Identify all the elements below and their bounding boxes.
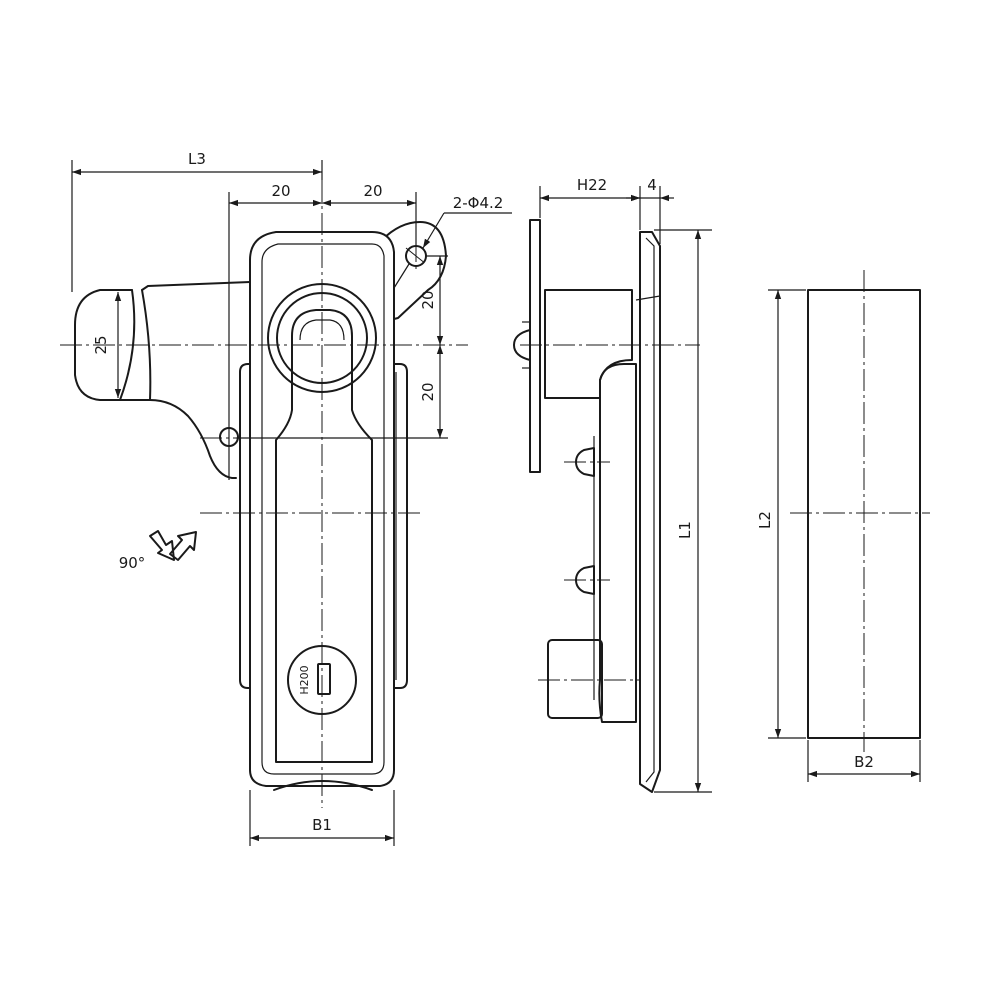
dim-B1: B1 (249, 790, 395, 846)
front-view: L3 20 20 2-Φ4.2 20 20 (60, 150, 512, 846)
body-plate (239, 363, 408, 689)
dim-L1: L1 (654, 229, 712, 793)
side-back-plate (529, 219, 541, 473)
dim-vertical-spacing: 20 20 (236, 255, 448, 439)
dim-label-vertical-lower: 20 (419, 382, 437, 401)
dim-label-thickness: 4 (647, 176, 657, 194)
cutout-view: L2 B2 (756, 270, 930, 782)
rotation-90-symbol: 90° (119, 530, 197, 572)
dim-label-vertical-upper: 20 (419, 290, 437, 309)
dim-hole-spacing: 20 20 (228, 182, 417, 480)
dim-label-L2: L2 (756, 511, 774, 529)
dim-label-H22: H22 (577, 176, 607, 194)
side-handle-profile (639, 231, 661, 793)
dim-label-B2: B2 (854, 753, 874, 771)
rotated-handle (74, 281, 251, 479)
dim-handle-width: 25 (92, 292, 122, 398)
dim-holes-leader: 2-Φ4.2 (393, 194, 512, 289)
front-centerlines (60, 180, 468, 808)
lock-marking-label: H200 (298, 665, 311, 694)
rotation-label: 90° (119, 554, 146, 572)
side-dome (513, 329, 531, 361)
dim-label-holes: 2-Φ4.2 (453, 194, 504, 212)
dim-label-spacing-left: 20 (271, 182, 290, 200)
dim-label-handle-width: 25 (92, 335, 110, 354)
dim-label-spacing-right: 20 (363, 182, 382, 200)
dim-H22: H22 4 (539, 176, 674, 244)
side-housing (544, 289, 633, 399)
side-lock-cylinder (547, 639, 603, 719)
dim-L3: L3 (71, 150, 323, 292)
dim-label-L3: L3 (188, 150, 206, 168)
dim-label-L1: L1 (676, 521, 694, 539)
dim-label-B1: B1 (312, 816, 332, 834)
dim-L2: L2 (756, 289, 806, 739)
side-view: H22 4 L1 (513, 176, 712, 793)
side-lower-body (598, 363, 637, 723)
dim-B2: B2 (807, 740, 921, 782)
handle-body (249, 231, 395, 791)
